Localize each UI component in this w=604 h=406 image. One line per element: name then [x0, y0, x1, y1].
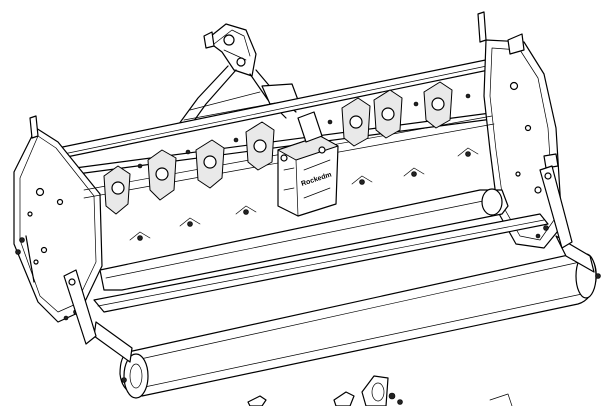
flail-group	[373, 89, 403, 139]
rotor-assembly	[83, 81, 495, 241]
flail-group	[423, 81, 453, 129]
front-hood-edge	[93, 213, 549, 313]
flail-group	[147, 149, 177, 201]
flail-group	[195, 139, 225, 189]
three-point-hitch	[175, 23, 299, 133]
left-end-plate	[13, 115, 103, 323]
flail-group	[341, 97, 371, 147]
flail-group	[103, 165, 131, 215]
flail-group	[245, 121, 275, 171]
gearbox: Rockedm	[277, 111, 339, 217]
front-roller	[93, 235, 601, 399]
side-arms	[63, 165, 573, 345]
loose-parts	[247, 375, 513, 406]
rear-roller	[99, 188, 509, 291]
